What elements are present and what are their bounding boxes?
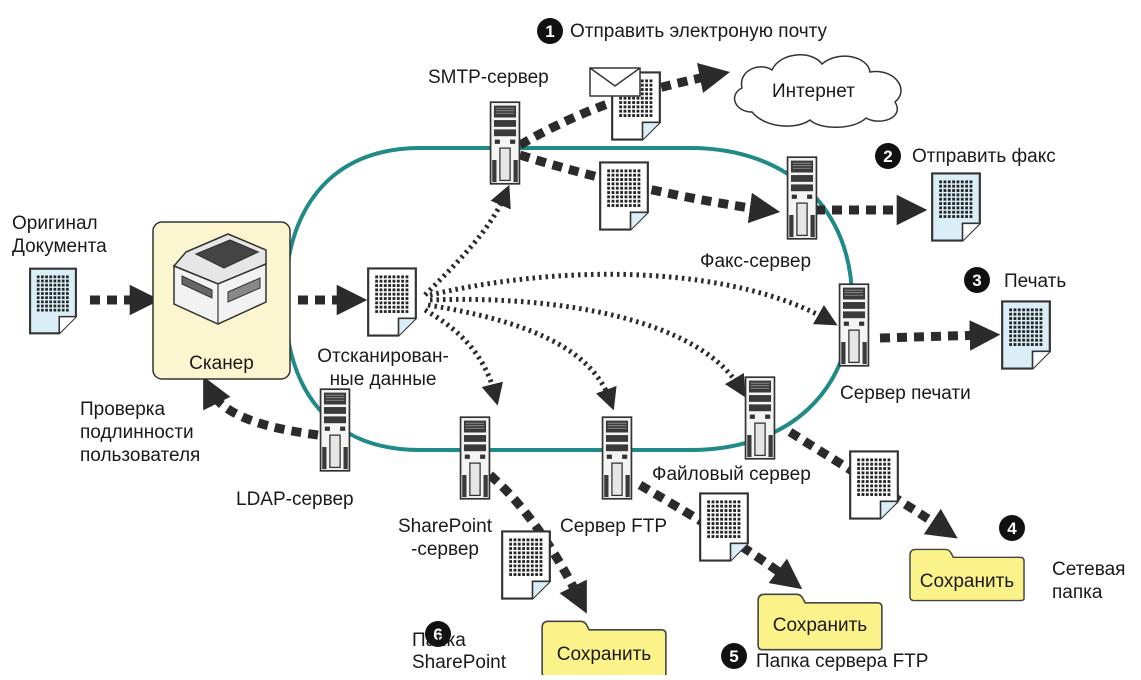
number-badge-2: 2 (875, 143, 901, 169)
dotted-arrow-to-ftp (427, 302, 617, 411)
network-folder-save-label: Сохранить (919, 571, 1015, 592)
svg-text:2: 2 (883, 147, 892, 166)
ldap-server-icon (319, 388, 351, 472)
smtp-label: SMTP-сервер (428, 67, 549, 88)
dotted-arrow-to-smtp (423, 184, 511, 297)
fax-server-icon (786, 156, 818, 240)
network-ring (282, 146, 855, 452)
ldap-label: LDAP-сервер (236, 489, 354, 510)
svg-text:6: 6 (433, 625, 442, 644)
dest-4-label: Сетевая папка (1052, 559, 1126, 603)
dest-5-label: Папка сервера FTP (756, 651, 929, 672)
number-badge-6: 6 (425, 621, 451, 647)
ftp-server-icon (601, 416, 633, 500)
svg-text:5: 5 (729, 647, 738, 666)
arrow-ldap-to-scanner (203, 376, 319, 440)
smtp-server-icon (489, 101, 521, 185)
file-document-icon (849, 450, 899, 520)
scanner-label: Сканер (189, 353, 254, 374)
scanner-box (152, 221, 291, 380)
ftp-folder-save-label: Сохранить (772, 615, 868, 636)
number-badge-1: 1 (537, 18, 563, 44)
number-badge-5: 5 (721, 643, 747, 669)
scanner-icon (172, 233, 267, 325)
fax-route-document-icon (599, 161, 649, 231)
file-server-label: Файловый сервер (652, 464, 811, 485)
svg-text:4: 4 (1007, 519, 1017, 538)
scanned-document-icon (367, 267, 417, 337)
fax-document-icon (931, 172, 981, 242)
print-server-label: Сервер печати (840, 383, 971, 404)
svg-text:3: 3 (972, 271, 981, 290)
sharepoint-server-label: SharePoint -сервер (397, 516, 492, 560)
arrow-print-to-printdoc (879, 320, 1001, 351)
arrow-smtp-to-internet (517, 62, 731, 149)
internet-label: Интернет (772, 81, 855, 102)
fax-server-label: Факс-сервер (700, 251, 812, 272)
dest-2-label: Отправить факс (912, 146, 1056, 167)
original-label: Оригинал Документа (12, 213, 107, 257)
dotted-arrow-to-file (429, 296, 746, 398)
number-badge-3: 3 (964, 267, 990, 293)
scanned-data-label: Отсканирован- ные данные (317, 346, 449, 390)
dotted-arrow-to-print (429, 271, 838, 326)
file-server-icon (744, 376, 776, 460)
internet-cloud-icon (733, 54, 902, 128)
number-badge-4: 4 (999, 515, 1025, 541)
original-document-icon (28, 267, 78, 335)
arrow-file-to-folder (787, 428, 958, 539)
sharepoint-folder-save-label: Сохранить (556, 644, 652, 665)
svg-text:1: 1 (545, 22, 554, 41)
arrow-sp-to-folder (487, 471, 587, 614)
dest-3-label: Печать (1004, 271, 1067, 292)
arrow-ftp-to-folder (637, 481, 803, 590)
dest-1-label: Отправить электроную почту (570, 21, 828, 42)
ftp-server-label: Сервер FTP (560, 516, 668, 537)
envelope-icon (589, 67, 641, 97)
sharepoint-server-icon (459, 416, 491, 500)
auth-label: Проверка подлинности пользователя (80, 399, 201, 466)
print-document-icon (1001, 300, 1051, 370)
print-server-icon (838, 283, 870, 367)
dest-6-label: Папка SharePoint (412, 630, 507, 673)
ftp-document-icon (699, 492, 749, 562)
